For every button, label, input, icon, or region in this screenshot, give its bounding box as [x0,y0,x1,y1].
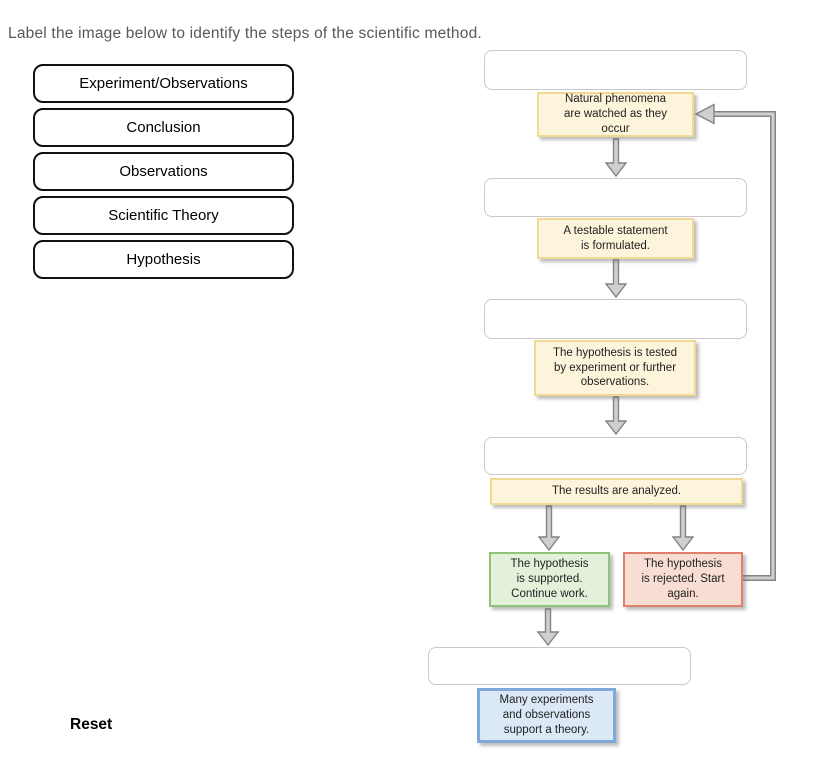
label-hypothesis[interactable]: Hypothesis [33,240,294,279]
drop-zone-1[interactable] [484,50,747,90]
note-hypothesis-tested: The hypothesis is tested by experiment o… [534,340,696,396]
arrow-down-icon [604,138,628,178]
reset-button[interactable]: Reset [70,716,113,733]
label-conclusion[interactable]: Conclusion [33,108,294,147]
feedback-loop-connector [694,103,776,581]
note-theory-support: Many experiments and observations suppor… [477,688,616,743]
label-observations[interactable]: Observations [33,152,294,191]
label-scientific-theory[interactable]: Scientific Theory [33,196,294,235]
note-natural-phenomena: Natural phenomena are watched as they oc… [537,92,694,137]
label-experiment-observations[interactable]: Experiment/Observations [33,64,294,103]
outcome-supported: The hypothesis is supported. Continue wo… [489,552,610,607]
arrow-down-icon [536,608,560,647]
arrow-down-icon [671,505,695,552]
arrow-left-icon [694,103,715,125]
page-title: Label the image below to identify the st… [8,25,482,42]
outcome-rejected: The hypothesis is rejected. Start again. [623,552,743,607]
drop-zone-4[interactable] [484,437,747,475]
note-testable-statement: A testable statement is formulated. [537,218,694,259]
drop-zone-5[interactable] [428,647,691,685]
arrow-down-icon [604,259,628,299]
drop-zone-3[interactable] [484,299,747,339]
arrow-down-icon [537,505,561,552]
note-results-analyzed: The results are analyzed. [490,478,743,505]
arrow-down-icon [604,396,628,436]
drop-zone-2[interactable] [484,178,747,217]
